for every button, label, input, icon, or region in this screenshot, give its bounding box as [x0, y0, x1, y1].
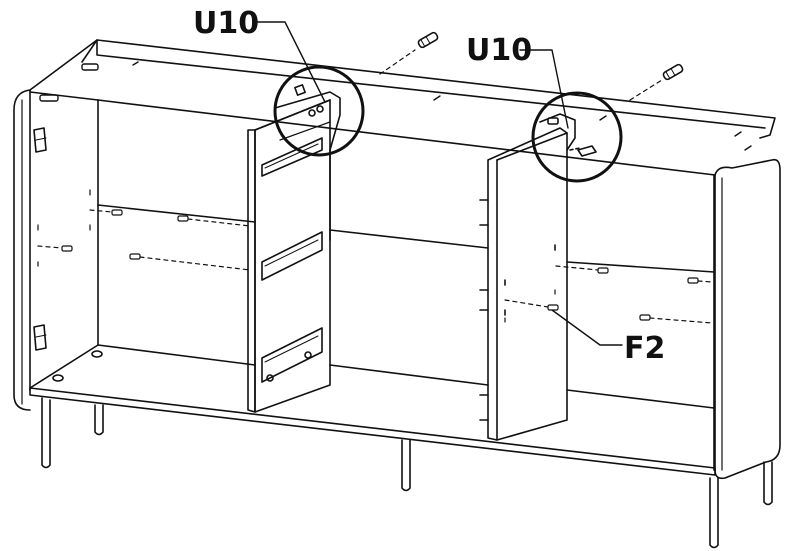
left-side-panel [13, 89, 99, 411]
right-divider [479, 127, 568, 441]
leader-lines [252, 21, 623, 346]
top-dowels [39, 61, 752, 151]
right-side-panel [713, 158, 781, 480]
u10-detail-left [273, 65, 365, 157]
hinges [33, 127, 47, 351]
label-f2: F2 [624, 331, 665, 366]
top-rear-panel [29, 39, 776, 139]
left-divider [247, 99, 331, 413]
bottom-board [29, 344, 716, 476]
legs [41, 397, 773, 549]
label-u10-left: U10 [193, 6, 259, 41]
u10-detail-right [531, 91, 623, 183]
back-panel [97, 99, 716, 273]
screws [379, 31, 684, 101]
shelf-pins [37, 189, 713, 324]
label-u10-right: U10 [466, 33, 532, 68]
